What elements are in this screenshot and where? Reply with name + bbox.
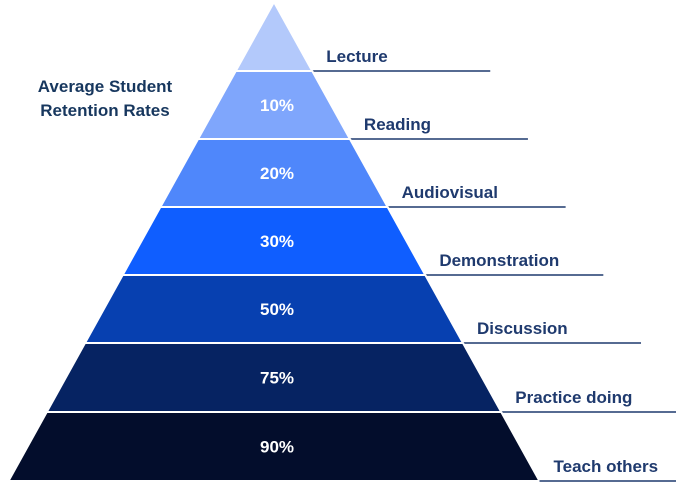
tier-label-0: Lecture [326, 47, 387, 66]
tier-label-6: Teach others [554, 457, 659, 476]
pyramid-tier-lecture [234, 1, 314, 72]
tier-percent-2: 20% [260, 164, 294, 183]
tier-percent-4: 50% [260, 300, 294, 319]
tier-label-2: Audiovisual [402, 183, 498, 202]
tier-percent-6: 90% [260, 438, 294, 457]
tier-label-5: Practice doing [515, 388, 632, 407]
diagram-title-line-2: Retention Rates [40, 101, 170, 120]
tier-percent-5: 75% [260, 369, 294, 388]
tier-percent-1: 10% [260, 96, 294, 115]
diagram-title-line-1: Average Student [37, 77, 173, 96]
tier-percent-3: 30% [260, 232, 294, 251]
tier-label-4: Discussion [477, 319, 568, 338]
tier-label-1: Reading [364, 115, 431, 134]
tier-label-3: Demonstration [439, 251, 559, 270]
